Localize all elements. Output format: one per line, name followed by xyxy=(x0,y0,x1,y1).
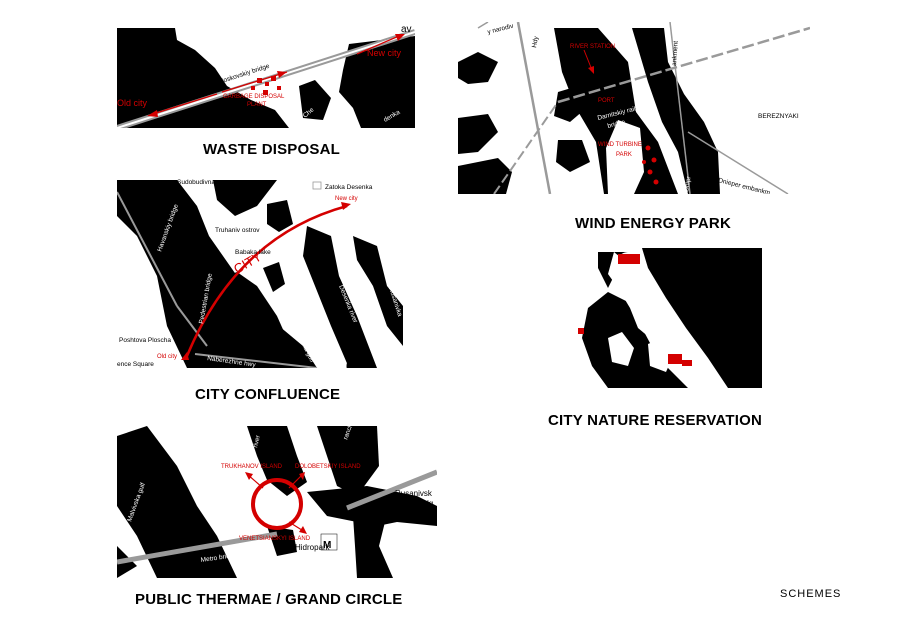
babaka-label: Babaka lake xyxy=(235,249,271,256)
port-label: PORT xyxy=(598,98,615,104)
city-confluence-map-svg: Sudobudivna Zatoka Desenka New city CITY… xyxy=(117,179,403,368)
rusanivsk-label: Rusanivsk xyxy=(395,489,433,498)
metro-icon-thermae: M xyxy=(323,540,331,551)
river-label: river xyxy=(252,434,262,449)
dnieper-embankment-label: Dnieper embankm xyxy=(718,177,771,194)
schemes-label: SCHEMES xyxy=(780,588,842,600)
nature-reservation-map-svg xyxy=(578,248,762,388)
truhaniv-label: Truhaniv ostrov xyxy=(215,227,260,234)
old-city-label-confluence: Old city xyxy=(157,354,177,360)
embankment-label: ankment xyxy=(671,41,680,67)
railway-label-2: bridge xyxy=(607,119,627,130)
map-city-nature-reservation xyxy=(578,248,762,388)
plant-label: GARBAGE DISPOSAL xyxy=(223,94,285,100)
new-city-label-confluence: New city xyxy=(335,196,358,202)
metro-icon: M xyxy=(175,336,183,347)
hdy-label: Hdy xyxy=(531,35,540,48)
sudobudivna-label: Sudobudivna xyxy=(177,179,215,186)
dolobetskiy-island-label: DOLOBETSKIY ISLAND xyxy=(295,464,361,470)
podil-label: Podil xyxy=(199,205,214,212)
caption-city-nature-reservation: CITY NATURE RESERVATION xyxy=(548,412,763,429)
dnipr-label: Dnipr xyxy=(683,175,693,192)
poshtova-label: Poshtova Ploscha xyxy=(119,337,171,344)
venetsianskyi-island-label: VENETSIANSKYI ISLAND xyxy=(239,536,311,542)
public-thermae-map-svg: Malvivska gulf river ranch TRUKHANOV ISL… xyxy=(117,426,437,578)
metrobridge-label: metrobridg xyxy=(395,499,433,508)
narodiv-label: y narodiv xyxy=(487,23,515,36)
new-city-label: New city xyxy=(367,48,402,58)
caption-city-confluence: CITY CONFLUENCE xyxy=(195,386,341,403)
square-label: ence Square xyxy=(117,361,154,368)
wind-energy-map-svg: y narodiv Hdy RIVER STATION PORT Darnits… xyxy=(458,22,810,194)
wind-turbine-label: WIND TURBINE xyxy=(598,142,642,148)
trukhanov-island-label: TRUKHANOV ISLAND xyxy=(221,464,283,470)
zatoka-label: Zatoka Desenka xyxy=(325,184,373,191)
berezniaky-label: BEREZNYAKI xyxy=(758,113,799,120)
caption-wind-energy-park: WIND ENERGY PARK xyxy=(575,215,731,232)
map-wind-energy-park: y narodiv Hdy RIVER STATION PORT Darnits… xyxy=(458,22,810,194)
river-station-label: RIVER STATION xyxy=(570,44,615,50)
map-city-confluence: Sudobudivna Zatoka Desenka New city CITY… xyxy=(117,176,403,368)
wind-turbine-label-2: PARK xyxy=(616,152,632,158)
old-city-label: Old city xyxy=(117,98,148,108)
caption-public-thermae: PUBLIC THERMAE / GRAND CIRCLE xyxy=(135,591,403,608)
plant-label-2: PLANT xyxy=(247,102,267,108)
caption-waste-disposal: WASTE DISPOSAL xyxy=(203,141,340,158)
hidropark-label: Hidropark xyxy=(295,543,331,552)
waste-disposal-map-svg: Moskovskiy bridge av New city Old city G… xyxy=(117,24,415,128)
map-public-thermae: Malvivska gulf river ranch TRUKHANOV ISL… xyxy=(117,426,437,578)
map-waste-disposal: Moskovskiy bridge av New city Old city G… xyxy=(117,22,415,128)
av-label: av xyxy=(401,24,412,35)
